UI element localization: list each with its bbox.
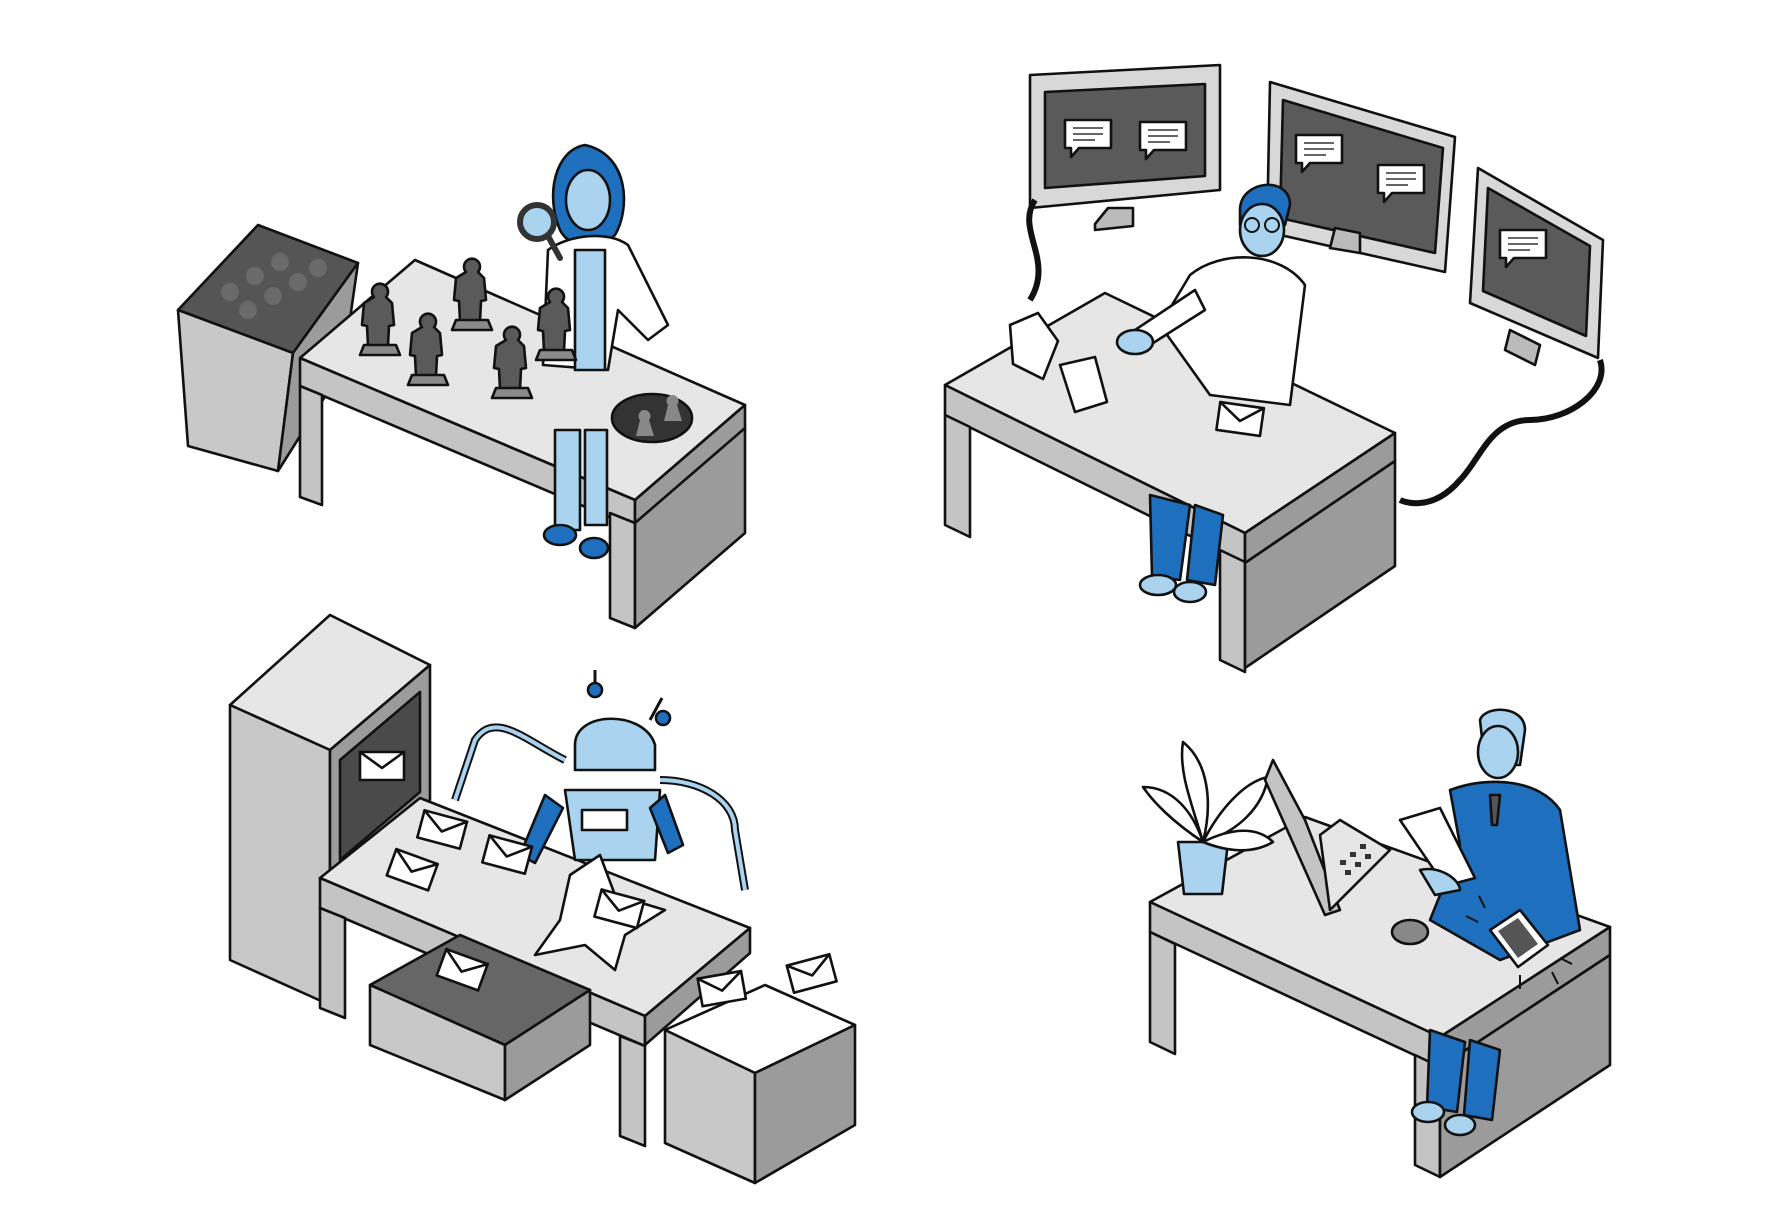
paper-note	[1008, 311, 1060, 381]
analyst-man	[1115, 183, 1307, 604]
inbox-tray	[368, 933, 592, 1102]
paper-note	[1058, 355, 1109, 414]
smartphone-icon	[1465, 895, 1573, 989]
businessman	[1398, 708, 1582, 1137]
robot	[451, 670, 749, 891]
figurine	[450, 257, 494, 332]
magnifier-icon	[517, 202, 563, 261]
envelope-icon	[1215, 400, 1266, 438]
scene-businessman	[1141, 708, 1612, 1179]
envelope-icon	[358, 750, 406, 782]
scene-analyst	[943, 63, 1605, 674]
mouse	[1390, 918, 1430, 946]
monitor-cable	[1398, 359, 1605, 507]
researcher-woman	[541, 143, 670, 560]
envelope-icon	[696, 969, 748, 1008]
laptop	[1263, 758, 1392, 917]
envelope-icon	[785, 952, 838, 995]
monitor-center	[1265, 80, 1457, 274]
scene-researcher	[176, 143, 747, 630]
scene-robot	[228, 613, 857, 1185]
monitor-right	[1468, 166, 1605, 367]
monitor-left	[1028, 63, 1222, 232]
outbox-tray	[663, 983, 857, 1185]
plant-icon	[1141, 740, 1275, 896]
monitor-cable	[1026, 198, 1042, 302]
figurine-hole	[610, 392, 694, 444]
